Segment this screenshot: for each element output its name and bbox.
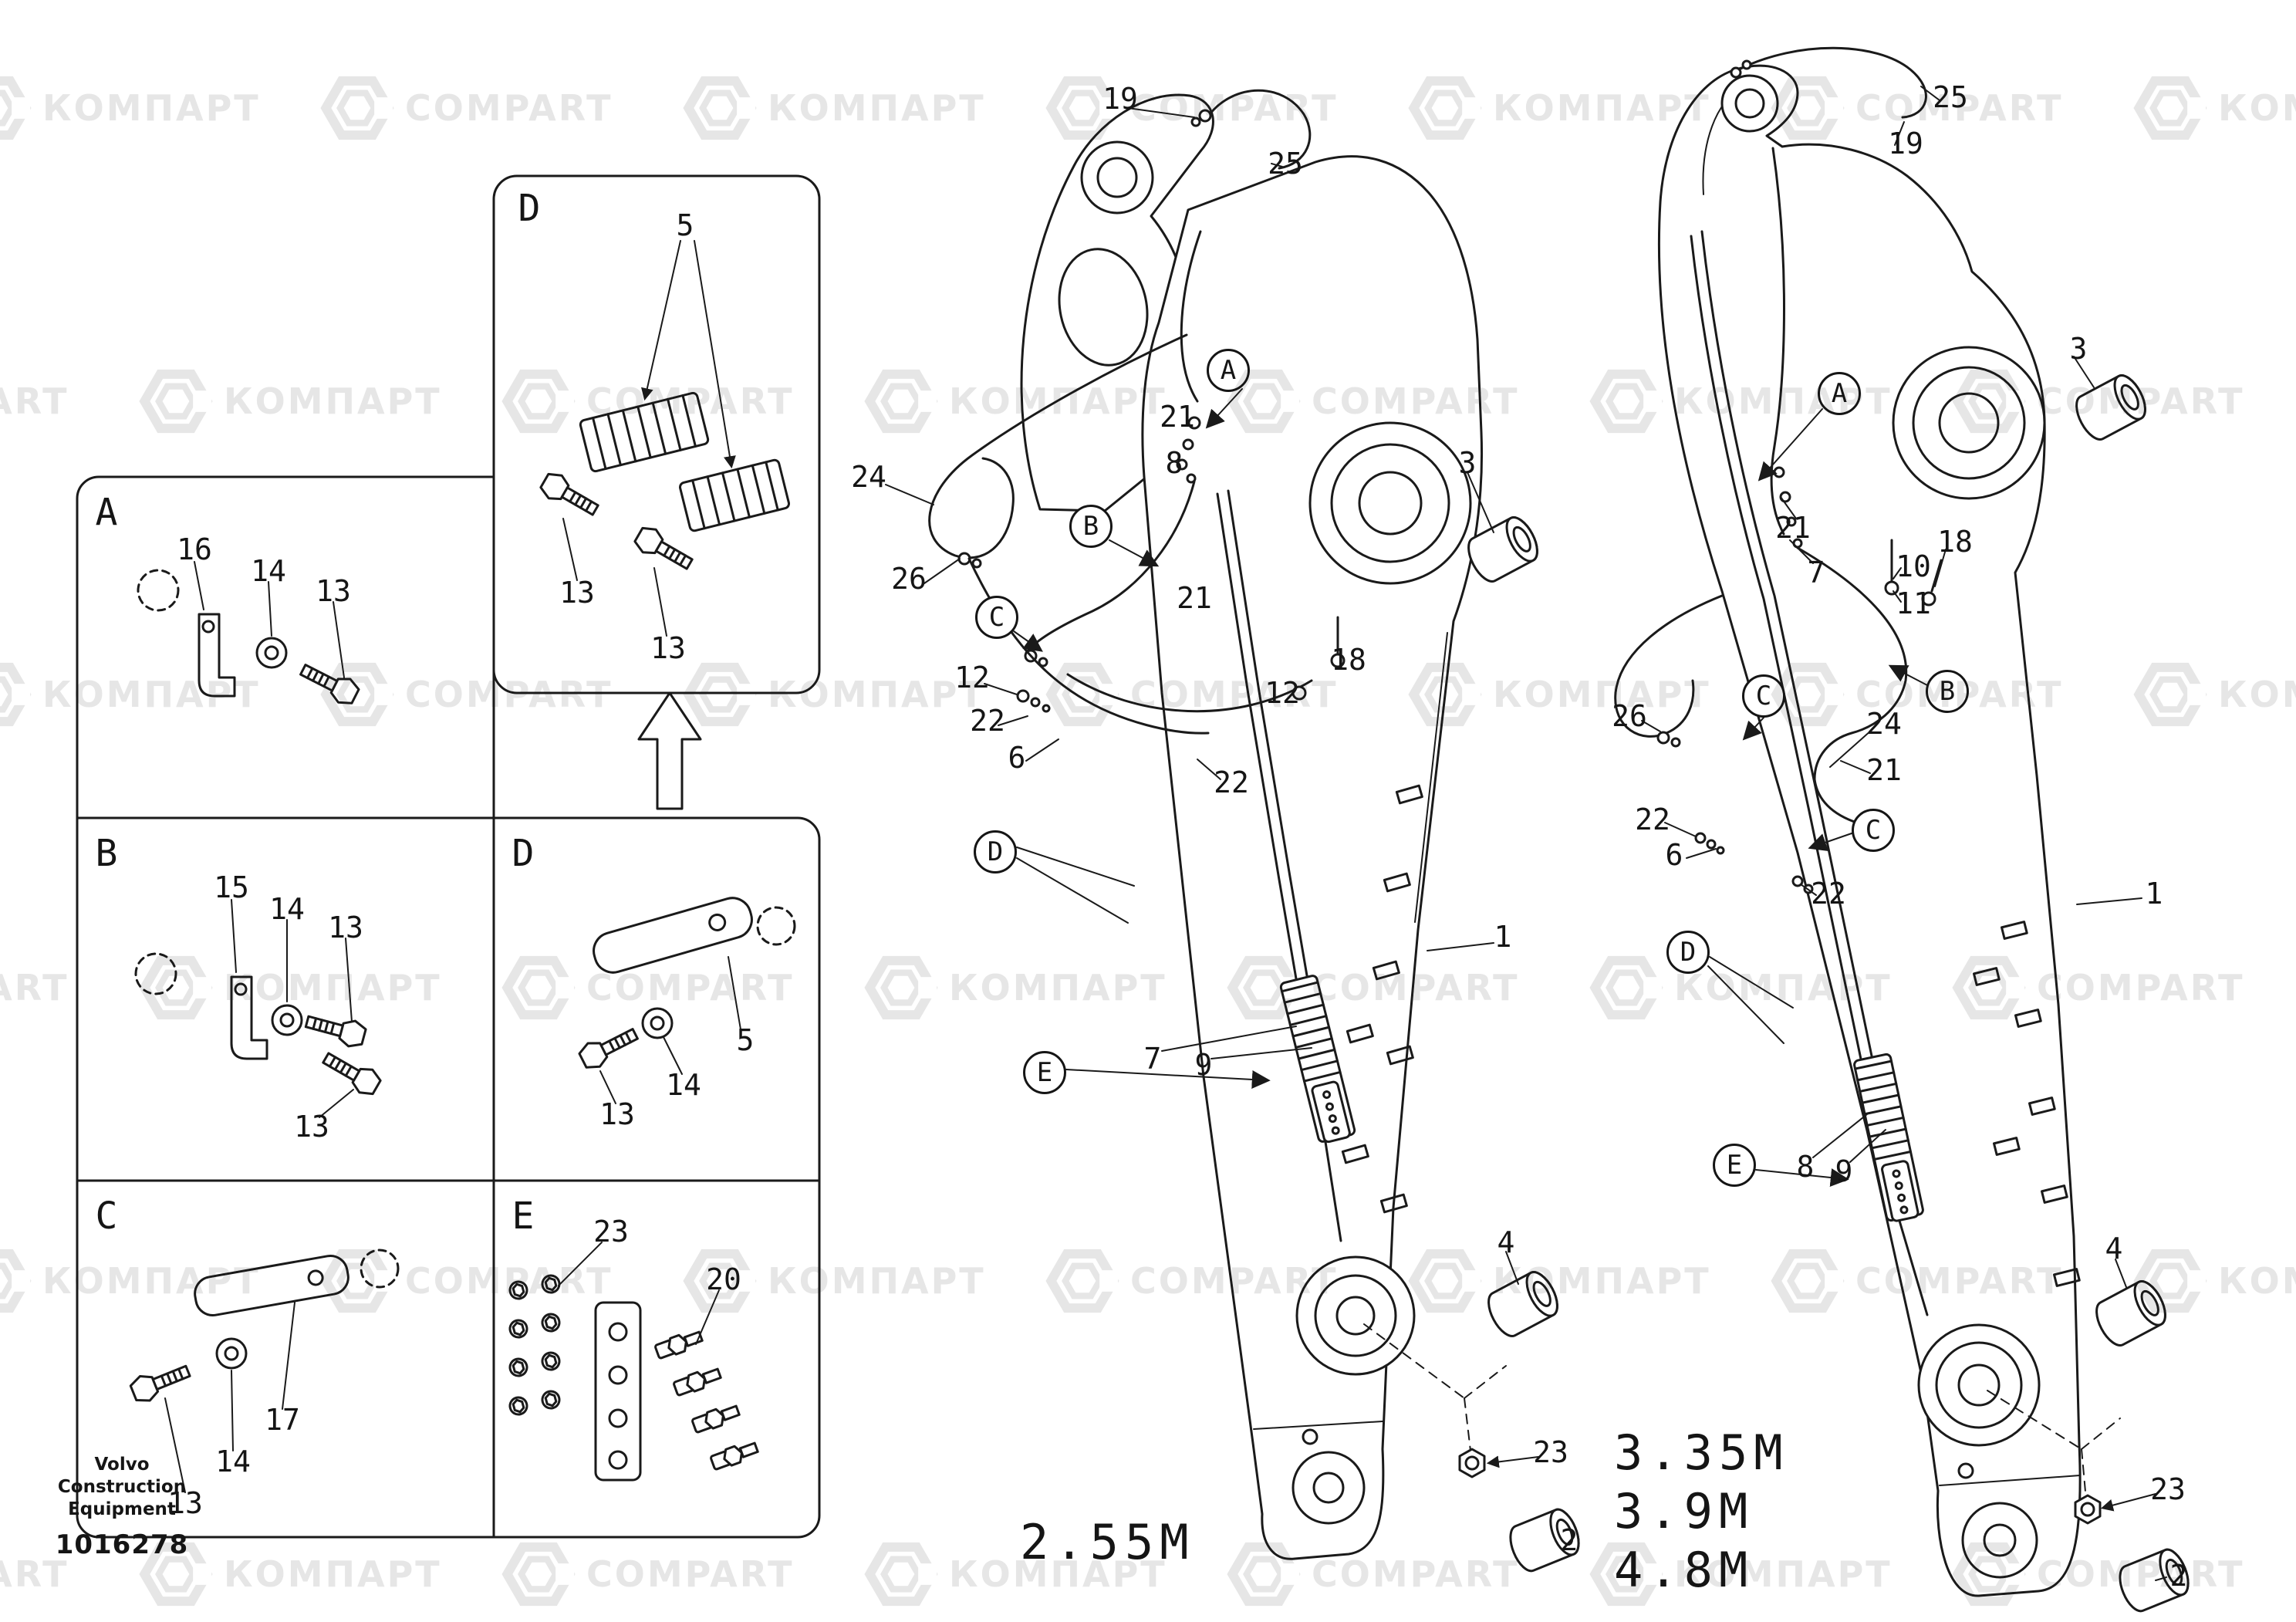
callout-number: 21 [1866, 753, 1902, 787]
weld-lugs [1341, 784, 1423, 1214]
callout-number: 21 [1775, 511, 1811, 545]
callout-number: 13 [559, 576, 595, 610]
left-arm-size-label: 2.55M [1020, 1514, 1195, 1570]
detail-balloon: C [1852, 809, 1895, 852]
detail-balloon: E [1713, 1144, 1756, 1187]
pivot-boss [1308, 421, 1472, 585]
assembly-dashed-lines [1987, 1390, 2121, 1501]
leader-lines [164, 86, 2167, 1581]
callout-number: 22 [970, 704, 1005, 738]
callout-number: 18 [1331, 643, 1366, 677]
callout-number: 23 [2150, 1472, 2186, 1506]
callout-number: 21 [1160, 400, 1195, 434]
detail-balloon: A [1207, 349, 1250, 392]
callout-number: 4 [1497, 1225, 1515, 1259]
callout-number: 8 [1796, 1150, 1815, 1184]
callout-number: 12 [954, 661, 990, 694]
panel-cell-label: D [518, 187, 541, 230]
callout-number: 18 [1937, 525, 1973, 559]
callout-number: 19 [1102, 82, 1138, 116]
detail-balloon: B [1926, 670, 1969, 713]
detail-balloon: C [975, 596, 1018, 639]
callout-number: 13 [599, 1097, 635, 1131]
panel-cell-label: B [95, 832, 118, 875]
cell-e-parts [507, 1272, 761, 1482]
callout-number: 21 [1177, 581, 1212, 615]
callout-number: 2 [1560, 1523, 1578, 1557]
callout-number: 14 [215, 1445, 251, 1478]
callout-number: 1 [1494, 920, 1512, 954]
callout-number: 9 [1835, 1154, 1853, 1188]
callout-number: 26 [891, 562, 927, 596]
callout-number: 13 [316, 574, 351, 608]
callout-number: 6 [1665, 838, 1683, 872]
callout-number: 23 [593, 1215, 629, 1249]
panel-cell-label: C [95, 1195, 118, 1238]
callout-number: 4 [2105, 1232, 2123, 1265]
callout-number: 16 [177, 532, 212, 566]
detail-balloon: E [1023, 1051, 1066, 1094]
callout-number: 6 [1008, 741, 1026, 775]
callout-number: 13 [167, 1486, 203, 1520]
callout-number: 1 [2145, 877, 2163, 911]
footer: Volvo Construction Equipment 1016278 [35, 1454, 208, 1560]
callout-number: 3 [1458, 446, 1477, 480]
callout-number: 11 [1896, 586, 1931, 620]
left-arm-drawing [928, 89, 1585, 1576]
assembly-dashed-lines [1363, 1323, 1507, 1451]
callout-number: 5 [676, 208, 694, 242]
callout-number: 26 [1612, 699, 1647, 733]
panel-cell-label: D [512, 832, 535, 875]
callout-number: 20 [706, 1262, 741, 1296]
right-arm-size-label: 3.35M [1614, 1424, 1789, 1481]
callout-number: 2 [2169, 1559, 2188, 1593]
panel-cell-label: A [95, 491, 118, 534]
callout-number: 7 [1807, 556, 1825, 590]
detail-balloon: D [974, 830, 1017, 874]
callout-number: 14 [666, 1068, 701, 1102]
callout-number: 14 [251, 554, 286, 588]
callout-number: 22 [1811, 877, 1846, 911]
callout-number: 12 [1264, 676, 1300, 710]
callout-number: 7 [1143, 1042, 1162, 1076]
callout-number: 3 [2069, 332, 2088, 366]
callout-number: 5 [736, 1023, 755, 1057]
cell-a-parts [137, 569, 363, 710]
callout-number: 24 [1866, 707, 1902, 741]
callout-number: 15 [214, 870, 249, 904]
callout-number: 19 [1888, 127, 1923, 161]
callout-number: 8 [1165, 446, 1183, 480]
hydraulic-piping [1614, 46, 1943, 1316]
brand-name-line2: Equipment [68, 1499, 176, 1519]
right-arm-size-label: 3.9M [1614, 1483, 1754, 1539]
panel-cell-label: E [512, 1195, 535, 1238]
callout-number: 24 [851, 460, 886, 494]
callout-number: 25 [1933, 80, 1968, 114]
callout-number: 22 [1635, 803, 1670, 836]
detail-balloon: B [1069, 505, 1113, 548]
detail-balloon: D [1666, 931, 1710, 974]
callout-number: 14 [269, 892, 305, 926]
brand-name-line1: Volvo Construction [57, 1455, 187, 1497]
callout-number: 25 [1268, 147, 1303, 181]
callout-number: 22 [1214, 765, 1249, 799]
cell-d-parts [576, 897, 796, 1074]
callout-number: 13 [294, 1110, 329, 1144]
clamp-plate-detail [536, 391, 791, 577]
detail-balloon: C [1742, 674, 1785, 718]
callout-number: 9 [1194, 1048, 1213, 1082]
detail-panel-linework [76, 174, 821, 1539]
callout-number: 17 [265, 1403, 300, 1437]
callout-number: 23 [1533, 1435, 1568, 1469]
detail-balloon: A [1818, 372, 1861, 415]
callout-number: 13 [650, 631, 686, 665]
callout-number: 10 [1896, 549, 1931, 583]
callout-number: 13 [328, 911, 363, 944]
document-number: 1016278 [55, 1529, 189, 1561]
right-arm-size-label: 4.8M [1614, 1542, 1754, 1598]
